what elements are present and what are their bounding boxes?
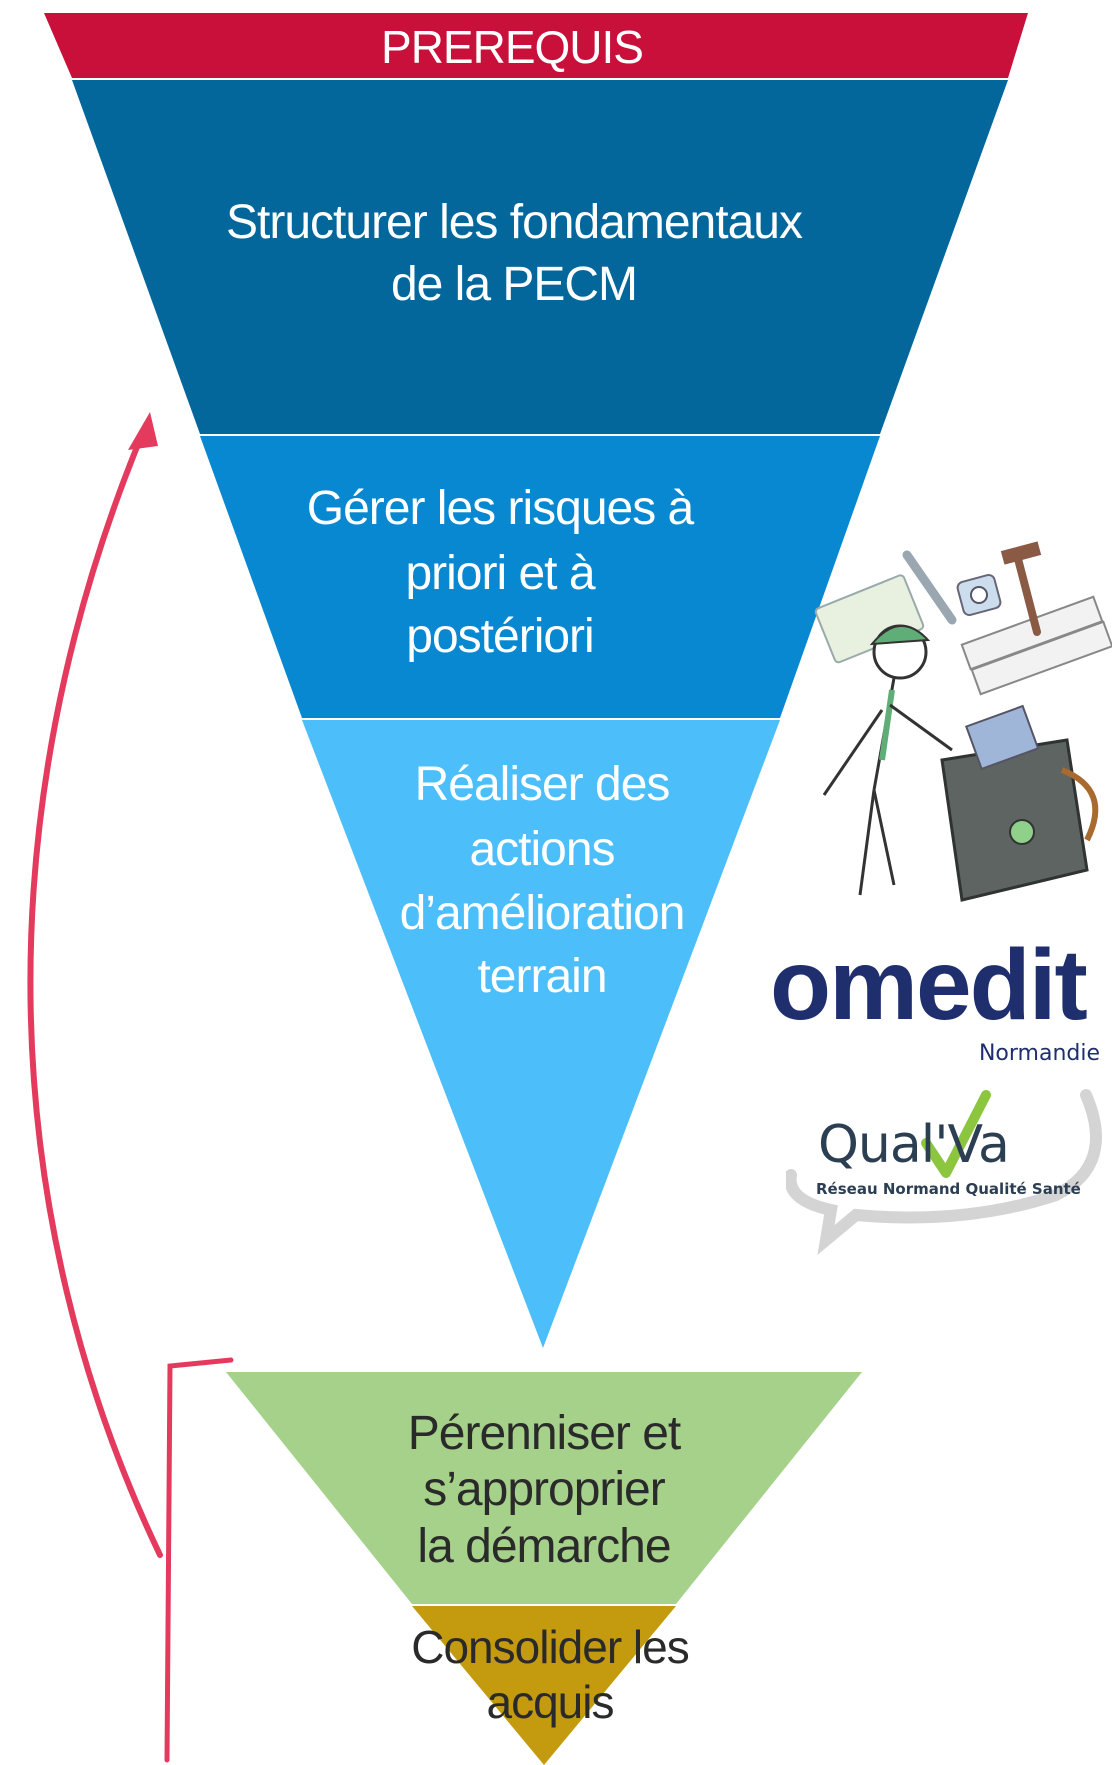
qualva-logo-word: Qual'Va <box>818 1115 1010 1175</box>
qualva-logo-subtitle: Réseau Normand Qualité Santé <box>816 1180 1081 1198</box>
prerequis-label: PREREQUIS <box>381 21 643 73</box>
level-3-segment <box>302 720 780 1348</box>
svg-text:terrain: terrain <box>477 950 606 1003</box>
svg-text:Consolider les: Consolider les <box>411 1621 688 1673</box>
level-3-text: Réaliser des actions d’amélioration terr… <box>400 758 686 1003</box>
level-1-text: Structurer les fondamentaux de la PECM <box>226 196 804 311</box>
svg-text:Gérer les risques à: Gérer les risques à <box>307 482 695 535</box>
feedback-arrow <box>27 422 163 1558</box>
level-5-segment <box>412 1606 676 1765</box>
level-2-segment <box>200 436 880 718</box>
qualva-speech-bubble-icon <box>786 1089 1102 1255</box>
level-4-text: Pérenniser et s’approprier la démarche <box>408 1407 682 1573</box>
svg-text:Pérenniser et: Pérenniser et <box>408 1407 681 1460</box>
svg-text:Réaliser des: Réaliser des <box>415 758 670 811</box>
svg-text:priori et à: priori et à <box>405 547 595 600</box>
svg-text:acquis: acquis <box>487 1676 614 1728</box>
feedback-bracket <box>164 1357 234 1763</box>
qualva-logo: Qual'Va Réseau Normand Qualité Santé <box>786 1075 1116 1260</box>
level-1-segment <box>72 80 1008 434</box>
level-4-segment <box>226 1372 862 1604</box>
svg-text:postériori: postériori <box>406 610 593 663</box>
svg-text:Structurer les fondamentaux: Structurer les fondamentaux <box>226 196 803 249</box>
svg-text:de la PECM: de la PECM <box>391 258 637 311</box>
omedit-logo: omedit Normandie <box>770 935 1110 1075</box>
prerequis-band <box>44 13 1028 78</box>
svg-text:actions: actions <box>469 823 614 876</box>
feedback-arrowhead <box>128 412 158 450</box>
toolbox-illustration <box>814 541 1112 902</box>
svg-text:la démarche: la démarche <box>417 1520 670 1573</box>
svg-text:d’amélioration: d’amélioration <box>400 887 685 940</box>
omedit-logo-subtitle: Normandie <box>978 1041 1100 1066</box>
svg-text:s’approprier: s’approprier <box>423 1463 665 1516</box>
level-5-text: Consolider les acquis <box>411 1621 689 1728</box>
level-2-text: Gérer les risques à priori et à postério… <box>307 482 696 663</box>
omedit-logo-word: omedit <box>770 929 1088 1041</box>
